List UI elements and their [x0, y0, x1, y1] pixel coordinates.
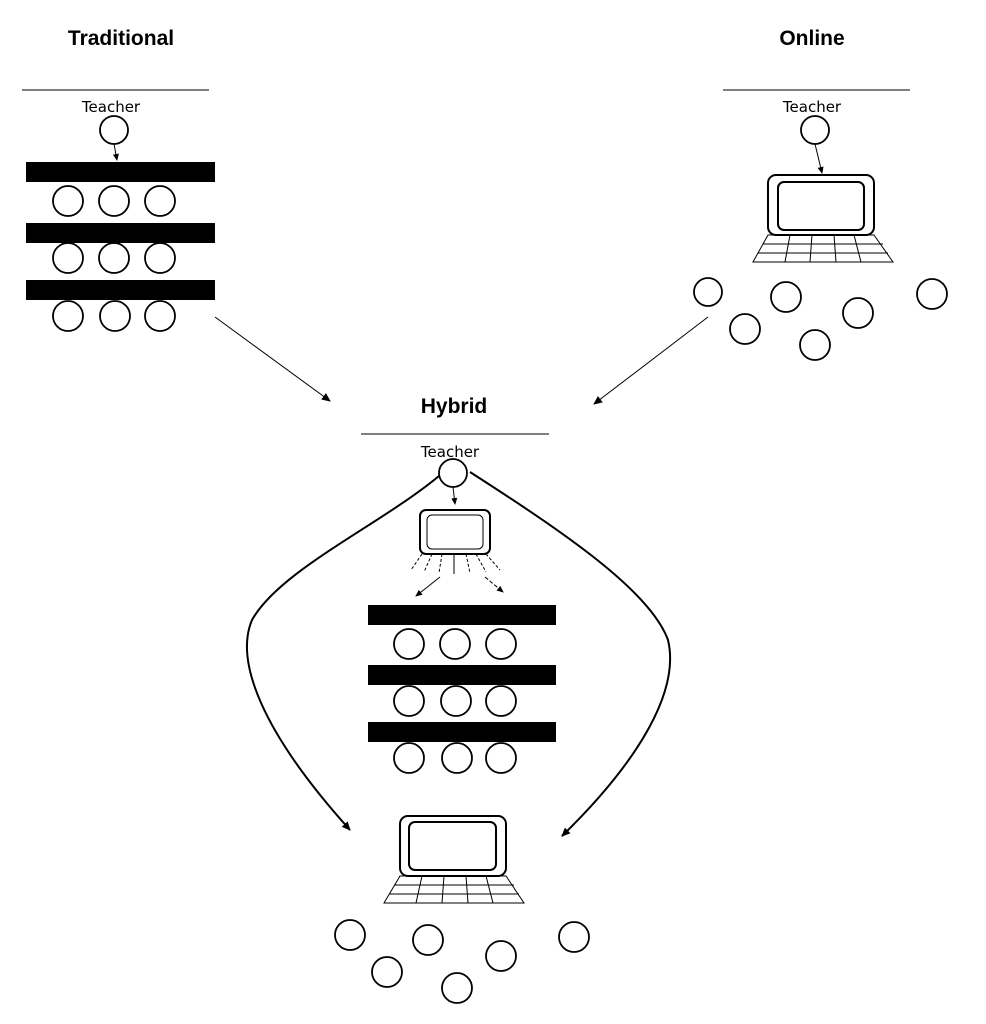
traditional-student-icon [99, 300, 131, 332]
hybrid-student-icon [393, 685, 425, 717]
traditional-to-hybrid-arrow [214, 316, 331, 402]
hybrid-student-icon [439, 628, 471, 660]
screen-right-arrow [484, 576, 504, 593]
hybrid-student-icon [393, 742, 425, 774]
laptop-icon [752, 174, 894, 263]
traditional-desk-row-2 [26, 223, 215, 243]
online-student-icon [842, 297, 874, 329]
hybrid-teacher-label: Teacher [420, 443, 480, 461]
screen-icon [410, 509, 501, 574]
online-teacher-arrow [814, 143, 824, 174]
traditional-student-icon [98, 185, 130, 217]
online-teacher-icon [800, 115, 830, 145]
hybrid-left-curve-arrow [246, 475, 440, 831]
hybrid-student-icon [440, 685, 472, 717]
hybrid-student-icon [485, 742, 517, 774]
online-title: Online [779, 27, 844, 50]
traditional-student-icon [98, 242, 130, 274]
hybrid-student-icon [485, 628, 517, 660]
online-student-icon [770, 281, 802, 313]
hybrid-student-icon [393, 628, 425, 660]
hybrid-online-student-icon [334, 919, 366, 951]
hybrid-desk-row-2 [368, 665, 556, 685]
traditional-student-icon [52, 300, 84, 332]
online-to-hybrid-arrow [593, 316, 709, 405]
hybrid-title: Hybrid [421, 395, 488, 418]
traditional-student-icon [144, 185, 176, 217]
traditional-desk-row-1 [26, 162, 215, 182]
traditional-title: Traditional [68, 27, 174, 50]
hybrid-teacher-arrow [451, 486, 458, 505]
hybrid-online-student-icon [485, 940, 517, 972]
screen-left-arrow [415, 576, 441, 597]
traditional-desk-row-3 [26, 280, 215, 300]
traditional-student-icon [52, 185, 84, 217]
traditional-section: Traditional Teacher [22, 27, 215, 332]
online-teacher-label: Teacher [782, 98, 842, 116]
traditional-teacher-icon [99, 115, 129, 145]
traditional-teacher-arrow [112, 143, 119, 161]
hybrid-desk-row-3 [368, 722, 556, 742]
laptop-icon [383, 815, 525, 904]
online-student-icon [693, 277, 723, 307]
traditional-student-icon [52, 242, 84, 274]
hybrid-online-student-icon [441, 972, 473, 1004]
hybrid-right-curve-arrow [469, 471, 672, 837]
online-student-icon [799, 329, 831, 361]
hybrid-online-student-icon [558, 921, 590, 953]
online-student-icon [729, 313, 761, 345]
traditional-student-icon [144, 300, 176, 332]
hybrid-desk-row-1 [368, 605, 556, 625]
hybrid-online-student-icon [371, 956, 403, 988]
online-section: Online Teacher [693, 27, 948, 361]
hybrid-section: Hybrid Teacher [246, 395, 672, 1004]
online-student-icon [916, 278, 948, 310]
hybrid-student-icon [485, 685, 517, 717]
traditional-student-icon [144, 242, 176, 274]
hybrid-teacher-icon [438, 458, 468, 488]
hybrid-student-icon [441, 742, 473, 774]
traditional-teacher-label: Teacher [81, 98, 141, 116]
hybrid-online-student-icon [412, 924, 444, 956]
